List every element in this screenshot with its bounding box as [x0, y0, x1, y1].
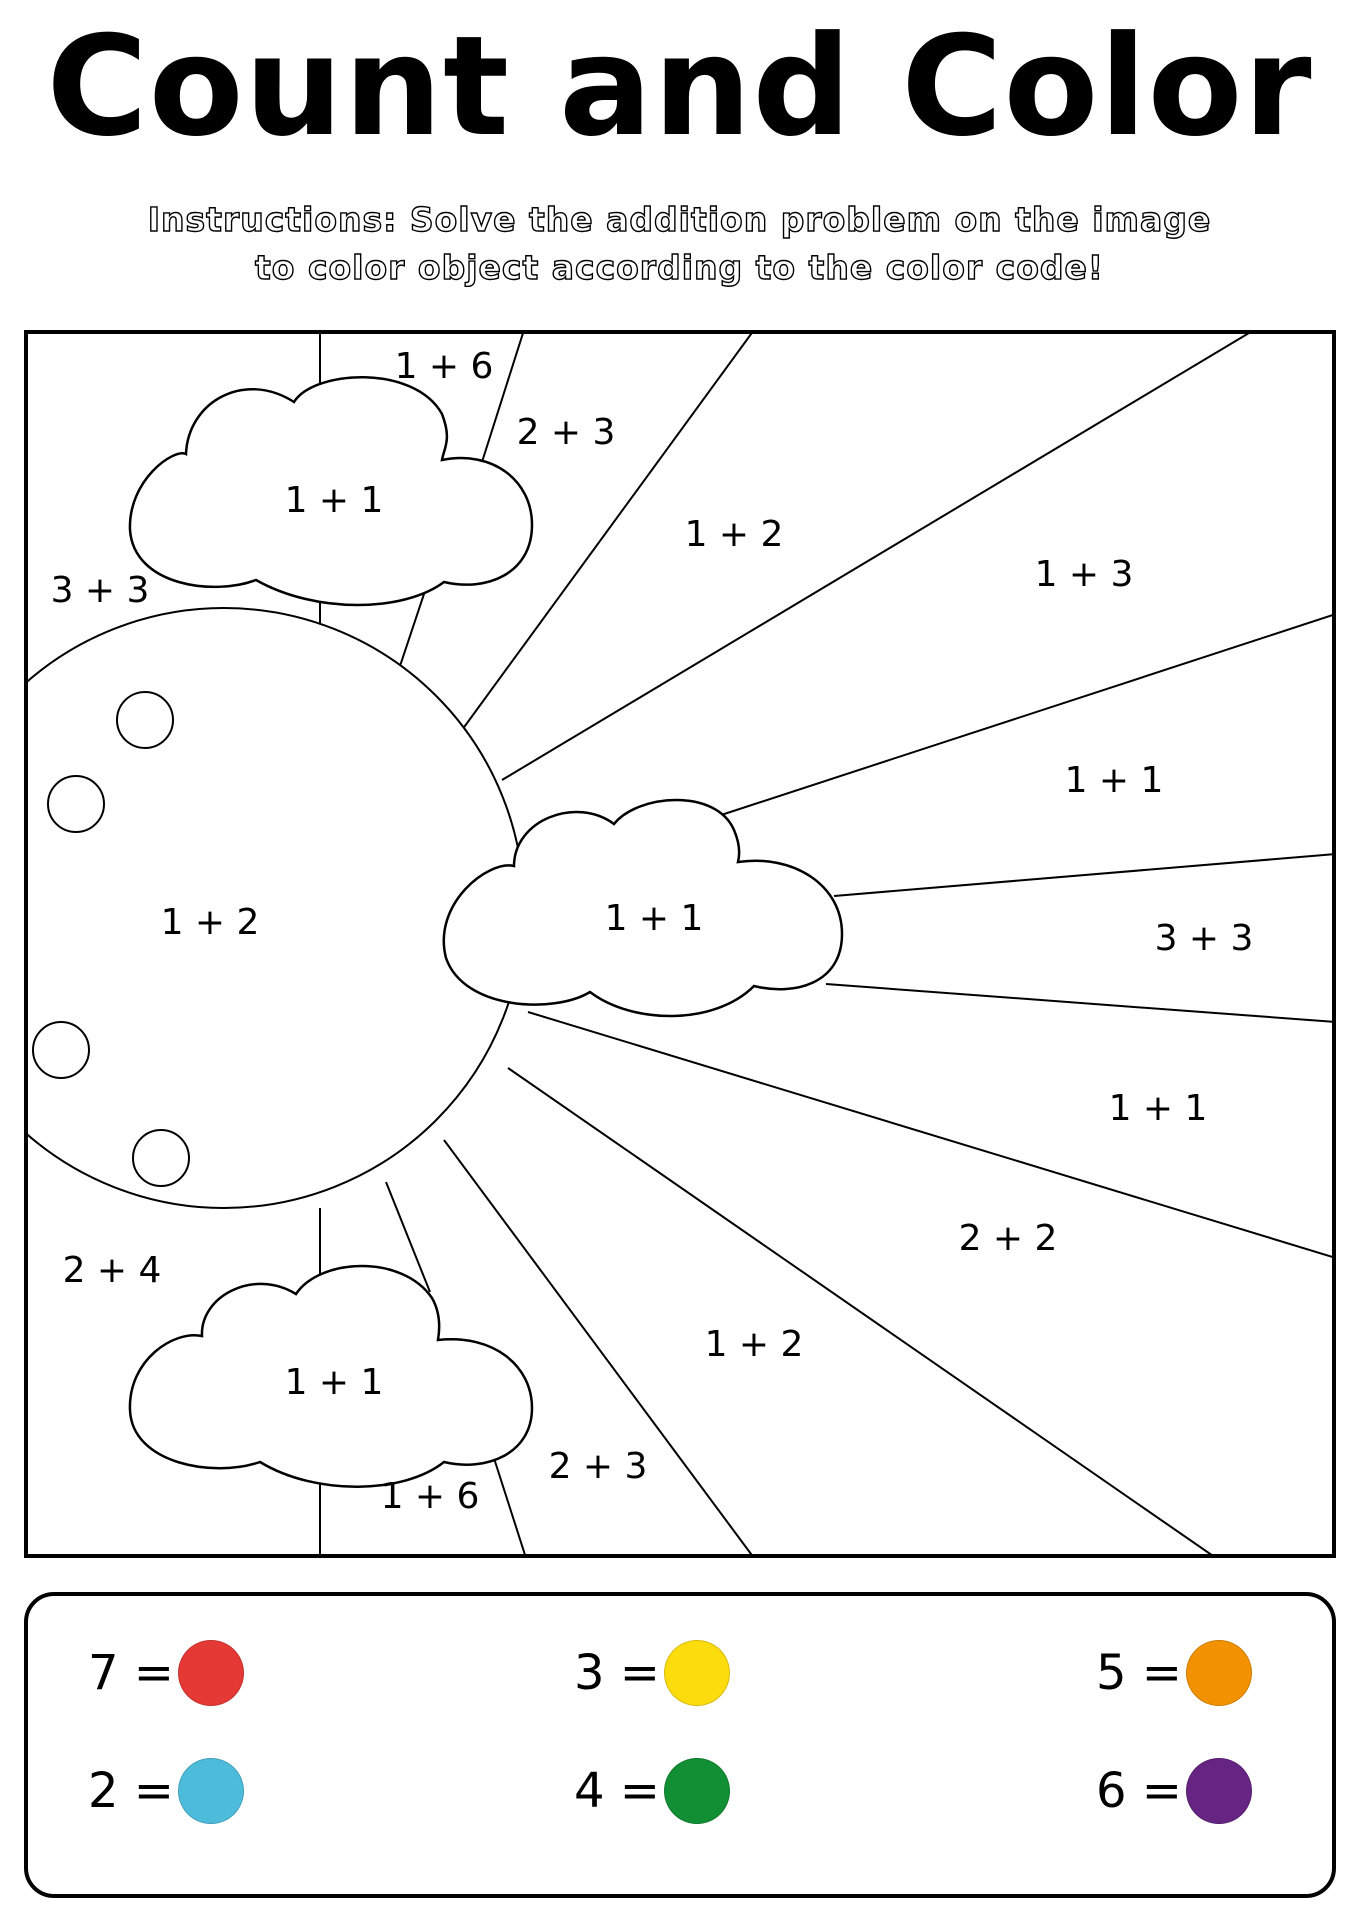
sun-spot — [32, 1021, 90, 1079]
light-blue-swatch — [178, 1758, 244, 1824]
instructions-line-2: to color object according to the color c… — [254, 247, 1104, 287]
problem-label: 1 + 6 — [381, 1476, 480, 1517]
problem-label: 3 + 3 — [1155, 918, 1254, 959]
sun-ray — [825, 983, 1336, 1023]
color-key-label: 2 = — [88, 1763, 175, 1819]
problem-label: 1 + 2 — [161, 902, 260, 943]
sun-ray — [501, 330, 1255, 781]
sun-ray — [443, 1139, 755, 1558]
color-key-label: 7 = — [88, 1645, 175, 1701]
sun-spot — [132, 1129, 190, 1187]
sun-ray — [461, 330, 755, 731]
sun-ray — [491, 1451, 527, 1558]
scene-frame — [24, 330, 1336, 1558]
problem-label: 2 + 3 — [549, 1446, 648, 1487]
problem-label: 1 + 1 — [1065, 760, 1164, 801]
color-key: 7 = 3 = 5 = 2 = 4 = 6 = — [24, 1592, 1336, 1898]
color-key-label: 5 = — [1096, 1645, 1183, 1701]
yellow-swatch — [664, 1640, 730, 1706]
color-key-label: 4 = — [574, 1763, 661, 1819]
problem-label: 1 + 1 — [1109, 1088, 1208, 1129]
page-title: Count and Color — [46, 6, 1313, 167]
sun-ray — [385, 1181, 431, 1293]
color-key-item: 7 = — [88, 1638, 244, 1708]
problem-label: 2 + 2 — [959, 1218, 1058, 1259]
color-key-item: 2 = — [88, 1756, 244, 1826]
purple-swatch — [1186, 1758, 1252, 1824]
color-key-item: 4 = — [574, 1756, 730, 1826]
color-key-label: 3 = — [574, 1645, 661, 1701]
problem-label: 1 + 3 — [1035, 554, 1134, 595]
instructions: Instructions: Solve the addition problem… — [0, 196, 1359, 292]
sun-ray — [507, 1067, 1217, 1558]
problem-label: 1 + 2 — [705, 1324, 804, 1365]
red-swatch — [178, 1640, 244, 1706]
problem-label: 1 + 2 — [685, 514, 784, 555]
cloud-middle — [442, 798, 844, 1018]
sun-spot — [116, 691, 174, 749]
sun-ray — [833, 853, 1336, 897]
coloring-scene: 1 + 6 2 + 3 1 + 1 1 + 2 1 + 3 3 + 3 1 + … — [24, 330, 1336, 1558]
cloud-top-left — [128, 376, 534, 607]
sun — [24, 607, 525, 1209]
problem-label: 1 + 1 — [285, 480, 384, 521]
problem-label: 1 + 6 — [395, 346, 494, 387]
cloud-bottom-left — [128, 1264, 534, 1488]
color-key-item: 5 = — [1096, 1638, 1252, 1708]
problem-label: 2 + 3 — [517, 412, 616, 453]
problem-label: 2 + 4 — [63, 1250, 162, 1291]
orange-swatch — [1186, 1640, 1252, 1706]
sun-ray — [527, 1011, 1336, 1259]
color-key-label: 6 = — [1096, 1763, 1183, 1819]
sun-ray — [481, 330, 525, 463]
sun-spot — [47, 775, 105, 833]
instructions-line-1: Instructions: Solve the addition problem… — [147, 199, 1212, 239]
problem-label: 1 + 1 — [285, 1362, 384, 1403]
problem-label: 1 + 1 — [605, 898, 704, 939]
color-key-item: 6 = — [1096, 1756, 1252, 1826]
problem-label: 3 + 3 — [51, 570, 150, 611]
green-swatch — [664, 1758, 730, 1824]
sun-ray — [711, 613, 1336, 819]
color-key-item: 3 = — [574, 1638, 730, 1708]
